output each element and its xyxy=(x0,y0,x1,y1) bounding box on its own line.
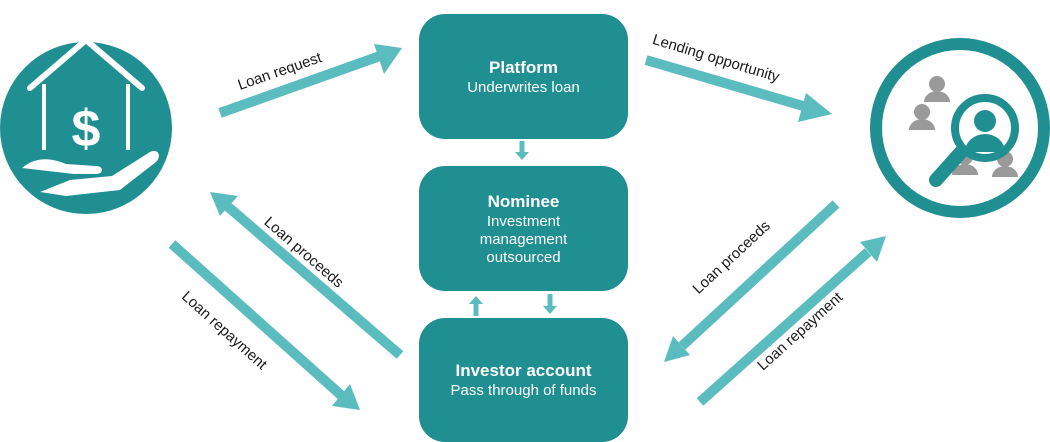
arrow-lending-opportunity xyxy=(644,55,832,122)
borrower-icon: $ xyxy=(0,37,172,214)
nominee-subtitle-line-1: Investment xyxy=(486,212,561,230)
investor-account-title: Investor account xyxy=(455,361,592,380)
arrow-loan-proceeds-right xyxy=(664,200,840,362)
investor-account-box: Investor account Pass through of funds xyxy=(419,318,628,442)
house-roof-icon xyxy=(27,37,145,91)
platform-subtitle: Underwrites loan xyxy=(467,78,580,96)
hand-icon xyxy=(22,150,159,196)
investor-account-subtitle: Pass through of funds xyxy=(450,382,597,399)
arrow-loan-proceeds-left xyxy=(210,192,404,359)
person-highlight-icon xyxy=(965,110,1005,152)
investors-icon xyxy=(870,38,1050,218)
arrow-loan-repayment-right xyxy=(696,236,886,406)
platform-title: Platform xyxy=(489,57,558,77)
nominee-box: Nominee Investment management outsourced xyxy=(419,166,628,291)
arrow-platform-to-nominee xyxy=(515,141,529,160)
magnifier-handle-icon xyxy=(929,144,969,187)
nominee-title: Nominee xyxy=(487,191,560,211)
house-walls-icon xyxy=(42,84,130,150)
arrow-loan-request xyxy=(218,44,402,118)
flow-arrows xyxy=(168,44,886,410)
person-gray-icons xyxy=(909,76,1018,177)
platform-box: Platform Underwrites loan xyxy=(419,14,628,139)
nominee-subtitle-line-3: outsourced xyxy=(486,248,561,266)
arrow-nominee-to-investor xyxy=(543,294,557,314)
nominee-subtitle-line-2: management xyxy=(479,230,568,248)
arrow-investor-to-nominee xyxy=(469,296,483,316)
dollar-sign-icon: $ xyxy=(72,100,101,158)
arrow-loan-repayment-left xyxy=(168,240,360,410)
